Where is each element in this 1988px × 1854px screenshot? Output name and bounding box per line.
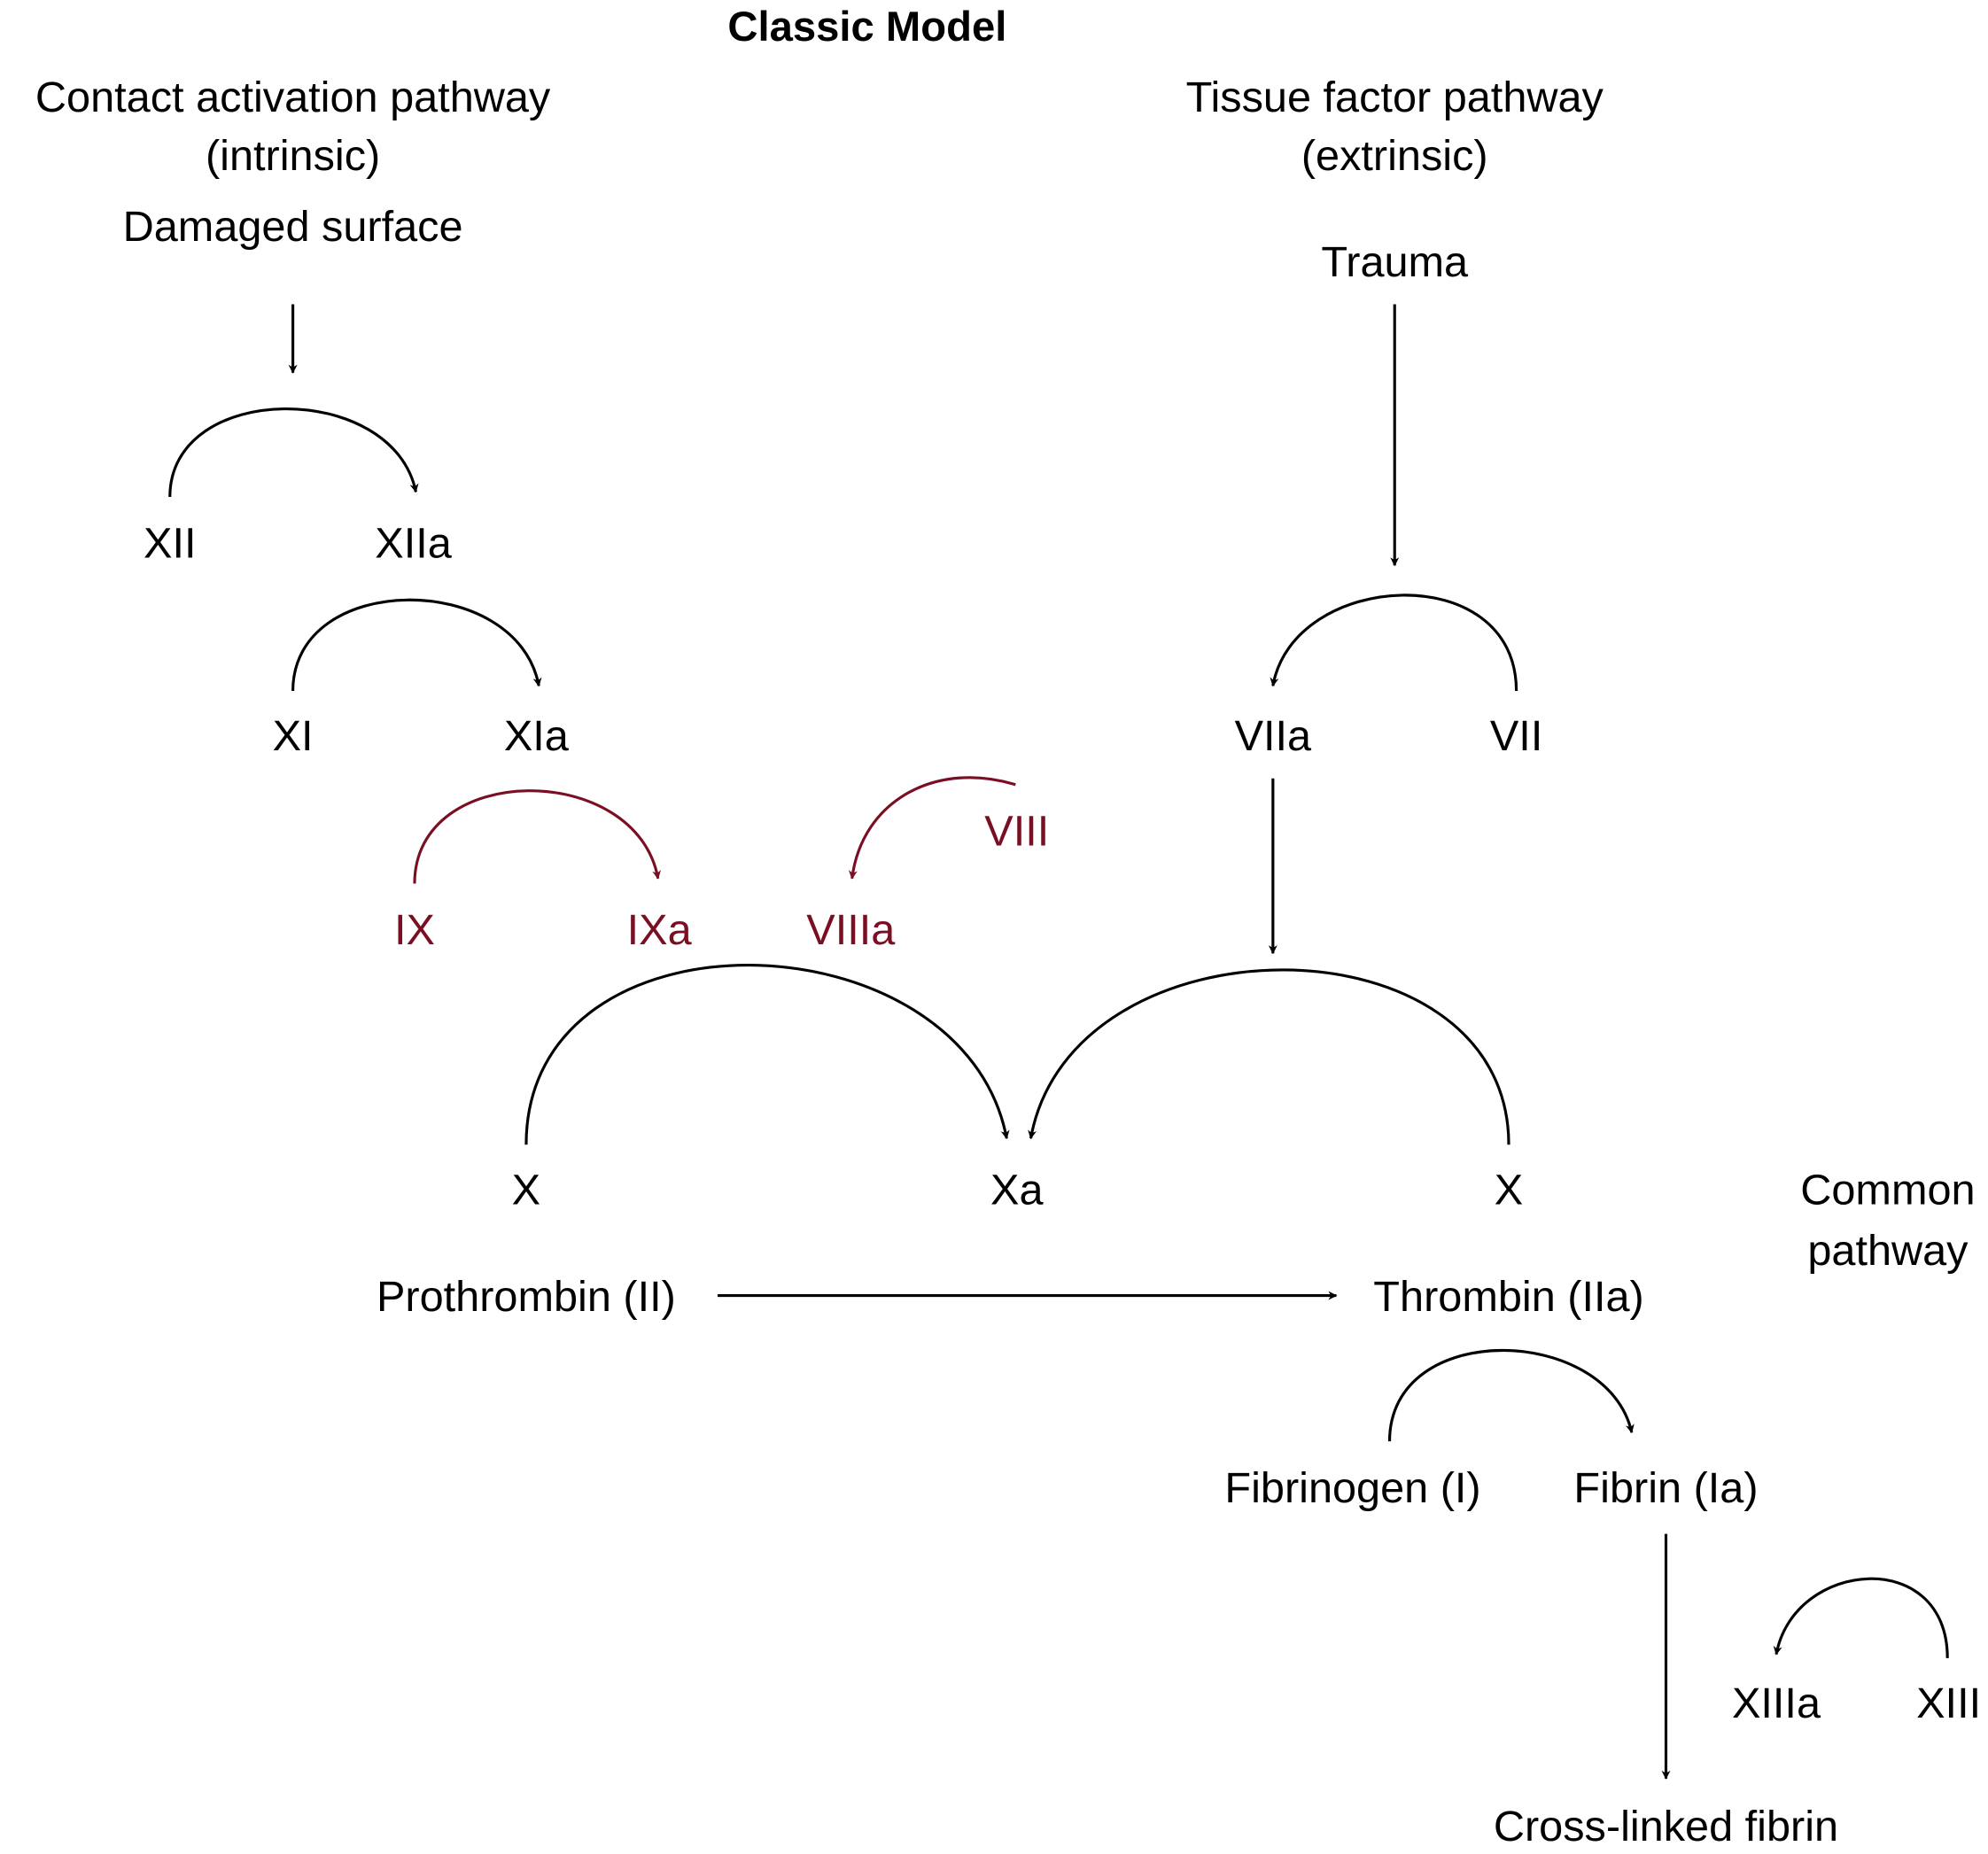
- factor-xi: XI: [273, 712, 314, 760]
- arc-vii-viia: [1270, 593, 1518, 691]
- arc-xii-xiia: [168, 407, 419, 497]
- fibrin-label: Fibrin (Ia): [1573, 1464, 1758, 1512]
- trauma-label: Trauma: [1321, 238, 1469, 286]
- thrombin-label: Thrombin (IIa): [1373, 1273, 1643, 1321]
- factor-x-left: X: [512, 1167, 540, 1214]
- crosslinked-fibrin-label: Cross-linked fibrin: [1494, 1803, 1838, 1850]
- factor-ixa: IXa: [627, 906, 693, 954]
- factor-xa: Xa: [990, 1167, 1044, 1214]
- factor-x-right: X: [1495, 1167, 1523, 1214]
- intrinsic-subheading: (intrinsic): [206, 132, 380, 180]
- arc-xi-xia: [291, 598, 542, 691]
- damaged-surface-label: Damaged surface: [123, 203, 463, 251]
- factor-viia: VIIa: [1235, 712, 1312, 760]
- arc-x-right-xa: [1028, 968, 1510, 1145]
- factor-viii: VIII: [984, 808, 1049, 856]
- common-pathway-label-2: pathway: [1807, 1227, 1969, 1275]
- common-pathway-label: Common: [1800, 1167, 1975, 1214]
- diagram-title: Classic Model: [727, 4, 1006, 50]
- factor-xiii: XIII: [1916, 1679, 1981, 1727]
- factor-xia: XIa: [504, 712, 570, 760]
- arc-viii-viiia: [848, 776, 1016, 880]
- arc-fibrinogen-fibrin: [1387, 1349, 1635, 1442]
- factor-vii: VII: [1490, 712, 1542, 760]
- factor-xiia: XIIa: [375, 520, 452, 568]
- fibrinogen-label: Fibrinogen (I): [1224, 1464, 1480, 1512]
- factor-ix: IX: [394, 906, 435, 954]
- arc-ix-ixa: [413, 789, 662, 884]
- intrinsic-heading: Contact activation pathway: [35, 74, 551, 121]
- extrinsic-heading: Tissue factor pathway: [1186, 74, 1604, 121]
- arc-x-left-xa: [524, 964, 1010, 1145]
- arc-xiii-xiiia: [1773, 1577, 1949, 1658]
- factor-xiiia: XIIIa: [1732, 1679, 1821, 1727]
- factor-xii: XII: [144, 520, 196, 568]
- prothrombin-label: Prothrombin (II): [377, 1273, 676, 1321]
- factor-viiia: VIIIa: [806, 906, 896, 954]
- extrinsic-subheading: (extrinsic): [1301, 132, 1488, 180]
